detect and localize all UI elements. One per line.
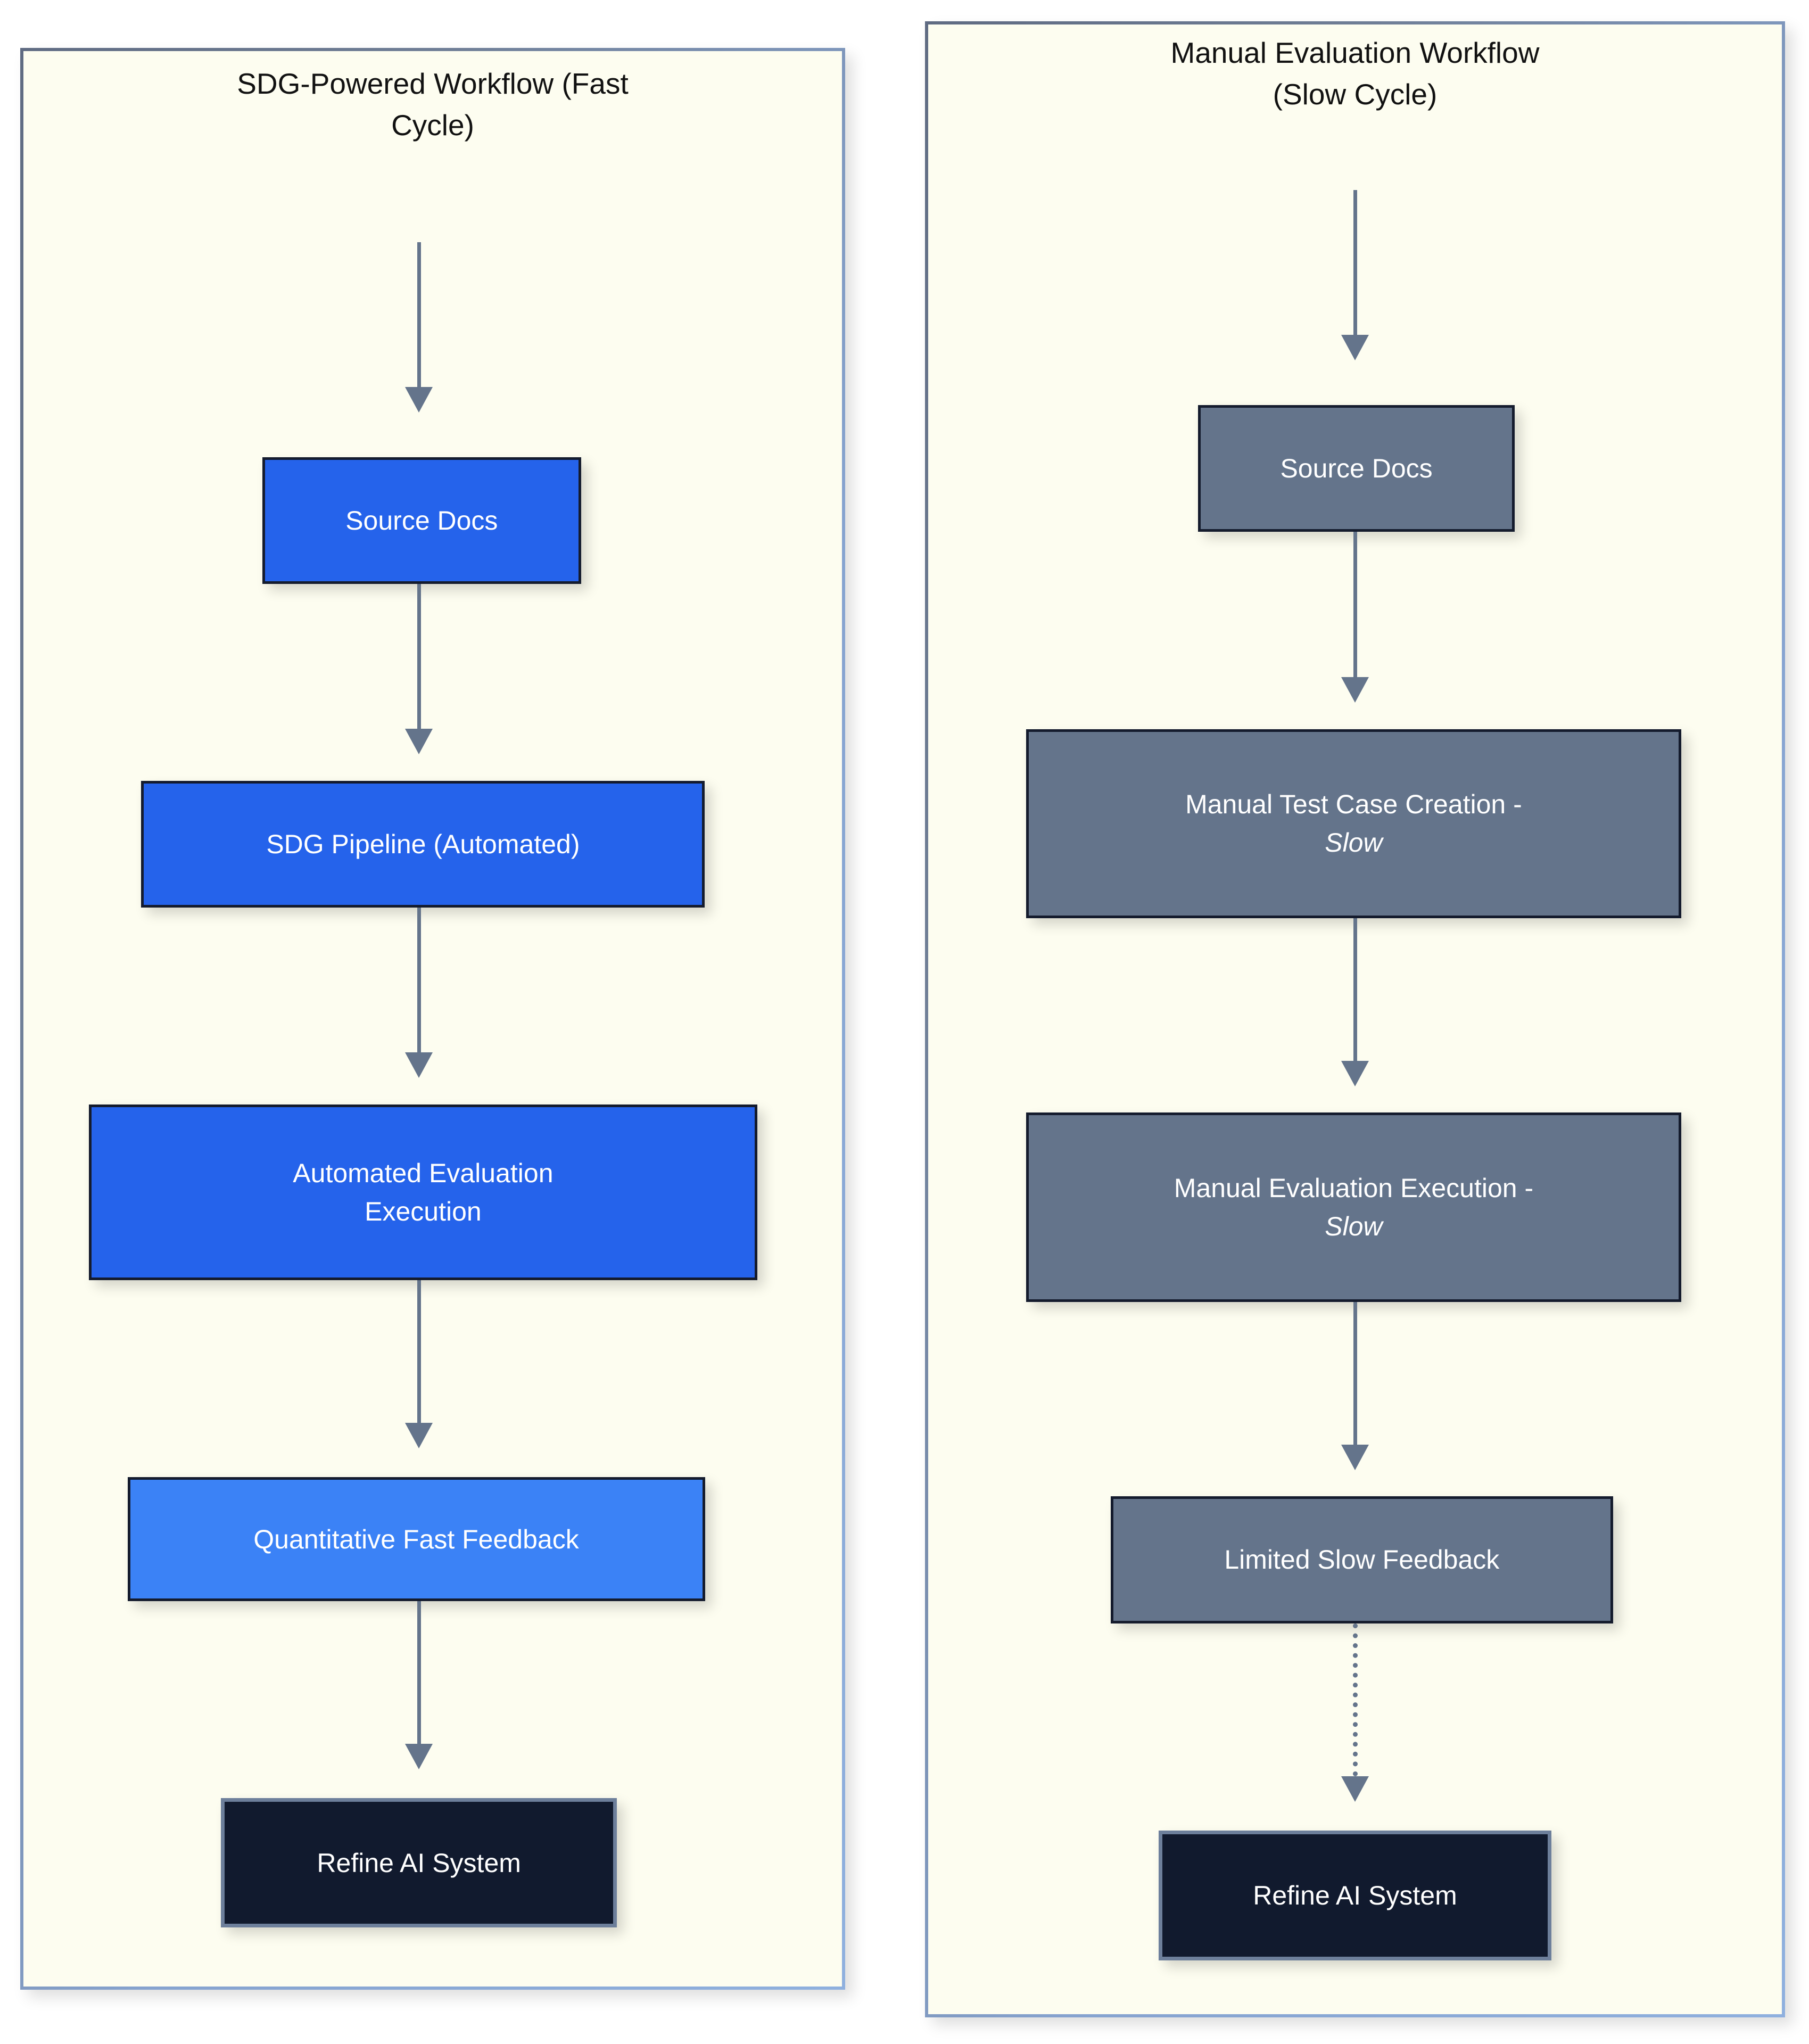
- arrowhead-icon: [1341, 1776, 1369, 1802]
- panel-manual-evaluation-workflow: Manual Evaluation Workflow (Slow Cycle) …: [925, 21, 1785, 2017]
- node-label: Automated Evaluation Execution: [293, 1158, 554, 1226]
- node-label: Manual Test Case Creation - Slow: [1185, 785, 1522, 862]
- arrowhead-icon: [1341, 1444, 1369, 1470]
- arrowhead-icon: [405, 1743, 433, 1769]
- arrowhead-icon: [1341, 335, 1369, 361]
- node-label: Source Docs: [345, 505, 498, 535]
- node-refine-ai-system[interactable]: Refine AI System: [221, 1798, 617, 1928]
- node-label: Refine AI System: [317, 1848, 521, 1878]
- arrowhead-icon: [405, 1052, 433, 1078]
- node-source-docs-manual[interactable]: Source Docs: [1198, 405, 1515, 532]
- panel-right-title: Manual Evaluation Workflow (Slow Cycle): [1170, 36, 1540, 111]
- node-manual-test-case-creation[interactable]: Manual Test Case Creation - Slow: [1026, 729, 1682, 919]
- edge-stem: [417, 1601, 422, 1744]
- node-quantitative-fast-feedback[interactable]: Quantitative Fast Feedback: [127, 1477, 705, 1602]
- edge-stem: [417, 583, 422, 729]
- node-sdg-pipeline[interactable]: SDG Pipeline (Automated): [141, 780, 705, 908]
- node-label: Quantitative Fast Feedback: [253, 1524, 579, 1554]
- edge-stem: [1353, 189, 1357, 335]
- arrowhead-icon: [405, 1422, 433, 1448]
- node-label-emphasis: Slow: [1325, 828, 1383, 858]
- node-label-head: Manual Evaluation Execution -: [1174, 1173, 1534, 1204]
- panel-sdg-powered-workflow: SDG-Powered Workflow (Fast Cycle) Source…: [20, 48, 845, 1990]
- node-label: Limited Slow Feedback: [1224, 1545, 1500, 1575]
- edge-stem: [417, 242, 422, 388]
- node-label: Source Docs: [1280, 454, 1433, 484]
- edge-stem-dotted: [1353, 1623, 1358, 1777]
- node-label-head: Manual Test Case Creation -: [1185, 789, 1522, 820]
- node-automated-evaluation-execution[interactable]: Automated Evaluation Execution: [89, 1104, 757, 1281]
- edge-stem: [417, 907, 422, 1053]
- arrowhead-icon: [405, 387, 433, 413]
- node-limited-slow-feedback[interactable]: Limited Slow Feedback: [1110, 1496, 1613, 1623]
- node-manual-evaluation-execution[interactable]: Manual Evaluation Execution - Slow: [1026, 1112, 1682, 1302]
- node-refine-ai-system-manual[interactable]: Refine AI System: [1158, 1831, 1552, 1960]
- arrowhead-icon: [405, 729, 433, 755]
- edge-stem: [1353, 532, 1357, 678]
- arrowhead-icon: [1341, 1060, 1369, 1086]
- edge-stem: [417, 1280, 422, 1423]
- node-label: SDG Pipeline (Automated): [266, 829, 580, 859]
- edge-stem: [1353, 1301, 1357, 1445]
- panel-left-title: SDG-Powered Workflow (Fast Cycle): [237, 67, 629, 142]
- node-label: Refine AI System: [1253, 1881, 1457, 1911]
- edge-stem: [1353, 918, 1357, 1061]
- node-label-emphasis: Slow: [1325, 1211, 1383, 1242]
- node-label: Manual Evaluation Execution - Slow: [1174, 1169, 1533, 1246]
- arrowhead-icon: [1341, 677, 1369, 703]
- node-source-docs[interactable]: Source Docs: [262, 457, 581, 584]
